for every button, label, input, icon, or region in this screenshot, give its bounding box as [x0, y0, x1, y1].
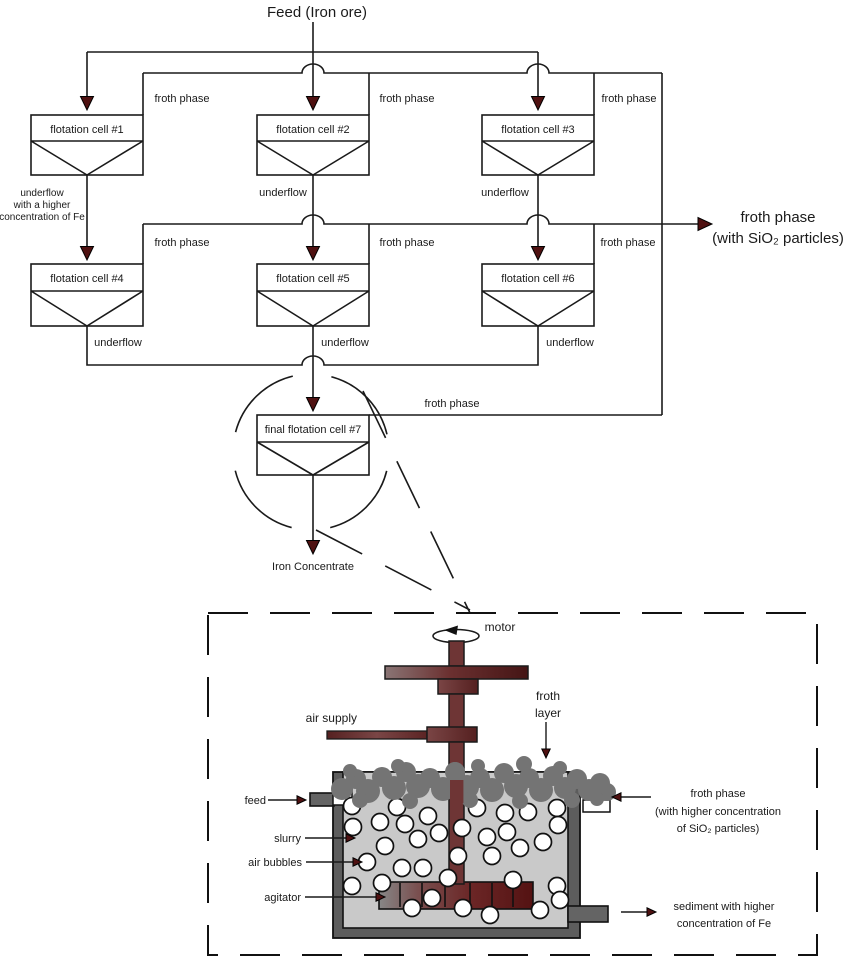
- froth-phase-label-2: froth phase: [379, 93, 434, 105]
- froth-phase-label-4: froth phase: [154, 237, 209, 249]
- cell-4-label: flotation cell #4: [50, 273, 123, 285]
- arrow-into-cell2: [305, 96, 321, 112]
- svg-text:froth phase: froth phase: [740, 209, 815, 226]
- sediment-outlet-pipe: [567, 905, 609, 923]
- motor-coupling-block: [437, 678, 479, 695]
- motor-crossbar: [384, 665, 529, 680]
- sediment-arrowhead: [646, 907, 658, 917]
- flotation-cells: flotation cell #1 flotation cell #2 flot…: [30, 114, 595, 476]
- svg-text:froth phase: froth phase: [690, 788, 745, 800]
- arrow-into-cell5: [305, 246, 321, 262]
- froth-output-label: froth phase (with SiO₂ particles): [712, 209, 844, 247]
- air-bubbles-group: [342, 796, 570, 925]
- cell-6-label: flotation cell #6: [501, 273, 574, 285]
- froth-phase-label-3: froth phase: [601, 93, 656, 105]
- flowsheet-piping: [86, 22, 698, 540]
- air-bubbles-arrowhead: [352, 857, 364, 867]
- svg-text:sediment with higher: sediment with higher: [674, 901, 775, 913]
- cell-1-label: flotation cell #1: [50, 124, 123, 136]
- arrow-into-cell7: [305, 397, 321, 413]
- air-coupling-block: [426, 726, 478, 743]
- froth-phase-label-7: froth phase: [424, 398, 479, 410]
- motor-shaft-top: [448, 640, 465, 667]
- arrow-iron-concentrate: [305, 540, 321, 556]
- arrow-into-cell4: [79, 246, 95, 262]
- feed-title: Feed (Iron ore): [267, 4, 367, 21]
- flotation-cell-5: flotation cell #5: [256, 263, 370, 327]
- detail-view-frame: [207, 612, 818, 956]
- magnifier-leader-lower: [315, 529, 471, 611]
- svg-text:froth: froth: [536, 689, 560, 703]
- flotation-cell-4: flotation cell #4: [30, 263, 144, 327]
- slurry-arrowhead: [345, 833, 357, 843]
- froth-line-row1: [143, 63, 662, 74]
- froth-layer-label: froth layer: [535, 689, 561, 720]
- underflow-label-cell2: underflow: [259, 187, 307, 199]
- froth-risers-row1: [142, 73, 595, 115]
- flowsheet-labels: Feed (Iron ore) froth phase froth phase …: [0, 4, 844, 573]
- magnifier-leader-upper: [362, 390, 471, 614]
- svg-text:with a higher: with a higher: [13, 200, 71, 211]
- svg-text:concentration of Fe: concentration of Fe: [0, 212, 85, 223]
- iron-concentrate-label: Iron Concentrate: [272, 561, 354, 573]
- shaft-upper: [448, 693, 465, 729]
- sediment-label: sediment with higher concentration of Fe: [674, 901, 775, 930]
- underflow-label-cell5: underflow: [321, 337, 369, 349]
- agitator-arrowhead: [375, 892, 387, 902]
- froth-phase-label-1: froth phase: [154, 93, 209, 105]
- motor-label: motor: [485, 620, 516, 634]
- cell-2-label: flotation cell #2: [276, 124, 349, 136]
- svg-text:(with SiO₂ particles): (with SiO₂ particles): [712, 230, 844, 247]
- froth-phase-label-5: froth phase: [379, 237, 434, 249]
- froth-phase-label-6: froth phase: [600, 237, 655, 249]
- cell-5-label: flotation cell #5: [276, 273, 349, 285]
- froth-risers-row2: [142, 224, 595, 264]
- feed-label: feed: [245, 795, 266, 807]
- flotation-cell-2: flotation cell #2: [256, 114, 370, 176]
- svg-text:concentration of Fe: concentration of Fe: [677, 918, 771, 930]
- underflow-fe-label: underflow with a higher concentration of…: [0, 188, 85, 223]
- underflow-label-cell3: underflow: [481, 187, 529, 199]
- froth-phase-detail-label: froth phase (with higher concentration o…: [655, 788, 781, 835]
- motor-assembly: [326, 625, 529, 743]
- detail-labels: motor air supply froth layer feed slurry…: [245, 620, 781, 930]
- feed-inlet-pipe: [309, 792, 335, 807]
- arrow-into-cell3: [530, 96, 546, 112]
- flowsheet-arrowheads: [79, 96, 714, 556]
- cell-3-label: flotation cell #3: [501, 124, 574, 136]
- arrow-into-cell6: [530, 246, 546, 262]
- arrow-into-cell1: [79, 96, 95, 112]
- froth-cloud-over-shaft: [446, 762, 464, 780]
- froth-phase-arrowhead: [610, 792, 622, 802]
- flotation-cell-3: flotation cell #3: [481, 114, 595, 176]
- froth-clouds-group: [331, 756, 616, 809]
- underflow-drops-row1: [86, 175, 539, 246]
- air-supply-label: air supply: [306, 711, 357, 725]
- underflow-label-cell6: underflow: [546, 337, 594, 349]
- detail-annotation-arrows: [268, 722, 658, 917]
- svg-text:underflow: underflow: [20, 188, 64, 199]
- shaft-through-froth: [450, 780, 464, 803]
- slurry-label: slurry: [274, 833, 301, 845]
- magnifier-circle: [232, 373, 390, 531]
- air-supply-pipe: [326, 730, 428, 740]
- froth-layer-arrowhead: [541, 748, 551, 760]
- froth-line-row2: [143, 214, 698, 225]
- svg-text:(with higher concentration: (with higher concentration: [655, 806, 781, 818]
- feed-arrowhead: [296, 795, 308, 805]
- final-flotation-cell-7: final flotation cell #7: [256, 414, 370, 476]
- air-bubbles-label: air bubbles: [248, 857, 302, 869]
- svg-text:of SiO₂ particles): of SiO₂ particles): [677, 823, 760, 835]
- rotation-arrowhead-icon: [444, 625, 458, 635]
- flotation-cell-1: flotation cell #1: [30, 114, 144, 176]
- arrow-froth-out: [697, 216, 714, 232]
- flotation-cell-6: flotation cell #6: [481, 263, 595, 327]
- agitator-label: agitator: [264, 892, 301, 904]
- cell-7-label: final flotation cell #7: [265, 424, 362, 436]
- underflow-label-cell4: underflow: [94, 337, 142, 349]
- svg-text:layer: layer: [535, 706, 561, 720]
